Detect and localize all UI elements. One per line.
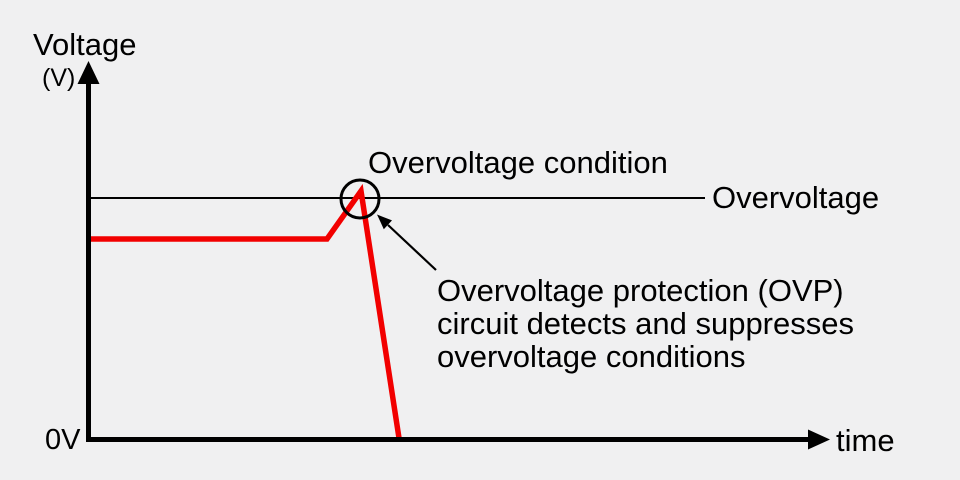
ovp-note-arrowhead-icon xyxy=(377,214,392,230)
ovp-note-line-3: overvoltage conditions xyxy=(437,339,745,374)
x-axis-arrowhead-icon xyxy=(808,429,830,450)
origin-zero-volt-label: 0V xyxy=(45,424,81,456)
y-axis-arrowhead-icon xyxy=(77,61,100,84)
overvoltage-threshold-label: Overvoltage xyxy=(712,180,879,215)
overvoltage-condition-label: Overvoltage condition xyxy=(368,145,668,180)
x-axis-label: time xyxy=(836,423,895,458)
ovp-note-text: Overvoltage protection (OVP) circuit det… xyxy=(437,273,854,374)
ovp-note-line-1: Overvoltage protection (OVP) xyxy=(437,273,844,308)
ovp-note-arrow-line xyxy=(387,224,437,271)
y-axis-title: Voltage xyxy=(33,27,136,62)
ovp-note-line-2: circuit detects and suppresses xyxy=(437,306,854,341)
voltage-trace xyxy=(88,183,402,439)
y-axis-unit-label: (V) xyxy=(42,64,75,92)
overvoltage-peak-circle-marker xyxy=(339,178,381,220)
